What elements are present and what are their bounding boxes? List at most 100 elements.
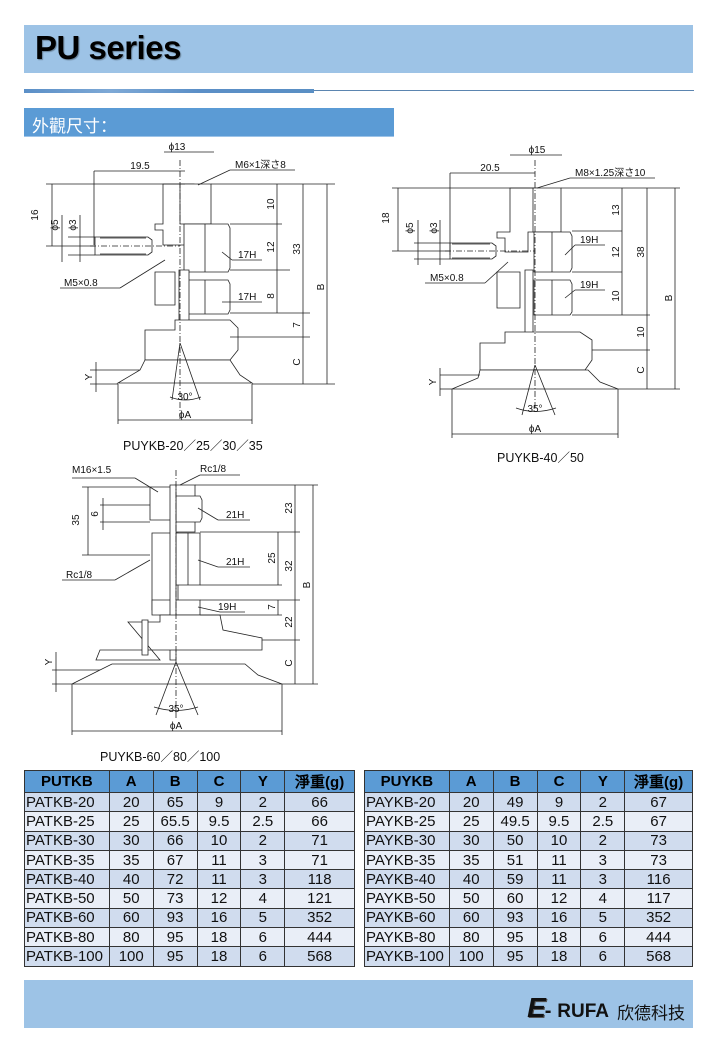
cell-y: 3 <box>240 849 286 871</box>
divider-thick <box>24 89 314 93</box>
brand-logo-name: RUFA <box>557 1001 609 1022</box>
cell-a: 35 <box>108 849 154 871</box>
col-header-weight: 淨重(g) <box>624 770 693 793</box>
drawing3-hex3: 19H <box>218 602 236 613</box>
cell-b: 59 <box>492 869 538 890</box>
cell-c: 18 <box>196 927 242 948</box>
cell-model: PAYKB-25 <box>364 811 450 832</box>
cell-a: 40 <box>448 869 494 890</box>
cell-model: PATKB-100 <box>24 946 110 967</box>
cell-y: 5 <box>240 907 286 929</box>
cell-weight: 67 <box>624 791 693 813</box>
drawing2-dim1: 13 <box>611 204 622 216</box>
cell-weight: 73 <box>624 830 693 851</box>
drawing1-tube-od: ϕ5 <box>50 219 61 231</box>
drawing2-port-height: 18 <box>381 212 392 224</box>
cell-b: 73 <box>152 888 198 909</box>
col-header-b: B <box>492 770 538 793</box>
cell-a: 60 <box>108 907 154 929</box>
divider-thin <box>314 90 694 91</box>
cell-c: 12 <box>536 888 582 909</box>
drawing2-pad-dia: ϕA <box>529 424 542 435</box>
cell-weight: 444 <box>624 927 693 948</box>
drawing1-port-height: 16 <box>30 209 41 221</box>
cell-model: PAYKB-50 <box>364 888 450 909</box>
cell-y: 3 <box>580 869 626 890</box>
col-header-c: C <box>536 770 582 793</box>
cell-y: 2.5 <box>240 811 286 832</box>
cell-weight: 568 <box>624 946 693 967</box>
cell-a: 40 <box>108 869 154 890</box>
drawing3-screw <box>141 619 149 656</box>
cell-model: PATKB-60 <box>24 907 110 929</box>
drawing2-top-dia: ϕ15 <box>529 145 546 156</box>
cell-model: PATKB-40 <box>24 869 110 890</box>
drawing3-d25: 25 <box>267 552 278 564</box>
cell-model: PATKB-35 <box>24 849 110 871</box>
drawing3-h35: 35 <box>71 514 82 526</box>
drawing3-d7: 7 <box>267 604 278 610</box>
drawing3-angle: 35° <box>168 704 183 715</box>
cell-y: 4 <box>240 888 286 909</box>
drawing1-port-thread: M5×0.8 <box>64 278 98 289</box>
drawing3-d32: 32 <box>284 560 295 572</box>
cell-b: 65.5 <box>152 811 198 832</box>
drawing3-y: Y <box>44 658 55 665</box>
cell-a: 25 <box>448 811 494 832</box>
page-title: PU series <box>35 29 181 66</box>
col-header-a: A <box>448 770 494 793</box>
col-header-y: Y <box>580 770 626 793</box>
cell-c: 16 <box>196 907 242 929</box>
cell-b: 49.5 <box>492 811 538 832</box>
cell-weight: 71 <box>284 830 355 851</box>
drawing3-h6: 6 <box>90 511 101 517</box>
brand-logo-e: E <box>527 992 546 1023</box>
drawing2-hex2: 19H <box>580 280 598 291</box>
drawing2-hex1: 19H <box>580 235 598 246</box>
brand-logo-dash: - <box>544 1000 552 1022</box>
cell-weight: 568 <box>284 946 355 967</box>
drawing2-side-housing <box>496 271 521 309</box>
cell-model: PAYKB-80 <box>364 927 450 948</box>
cell-y: 6 <box>240 946 286 967</box>
drawing2-port-thread: M5×0.8 <box>430 273 464 284</box>
drawing3-hex2: 21H <box>226 557 244 568</box>
cell-model: PAYKB-100 <box>364 946 450 967</box>
footer-band: E- RUFA 欣德科技 <box>24 980 693 1028</box>
drawing3-pad-dia: ϕA <box>170 721 183 732</box>
cell-c: 18 <box>196 946 242 967</box>
drawing1-dim3: 8 <box>266 293 277 299</box>
drawing3-side-port: Rc1/8 <box>66 570 93 581</box>
cell-weight: 352 <box>624 907 693 929</box>
cell-y: 6 <box>580 927 626 948</box>
cell-a: 50 <box>108 888 154 909</box>
cell-y: 2 <box>240 830 286 851</box>
cell-model: PATKB-50 <box>24 888 110 909</box>
cell-y: 4 <box>580 888 626 909</box>
drawing3-c: C <box>284 659 295 666</box>
drawing1-c: C <box>292 358 303 365</box>
drawing1-offset: 19.5 <box>130 161 150 172</box>
cell-b: 95 <box>152 946 198 967</box>
cell-b: 51 <box>492 849 538 871</box>
cell-c: 12 <box>196 888 242 909</box>
cell-weight: 352 <box>284 907 355 929</box>
cell-y: 2.5 <box>580 811 626 832</box>
cell-model: PAYKB-20 <box>364 791 450 813</box>
drawing1-angle: 30° <box>177 392 192 403</box>
drawing2-tube-od: ϕ5 <box>405 222 416 234</box>
cell-b: 95 <box>152 927 198 948</box>
